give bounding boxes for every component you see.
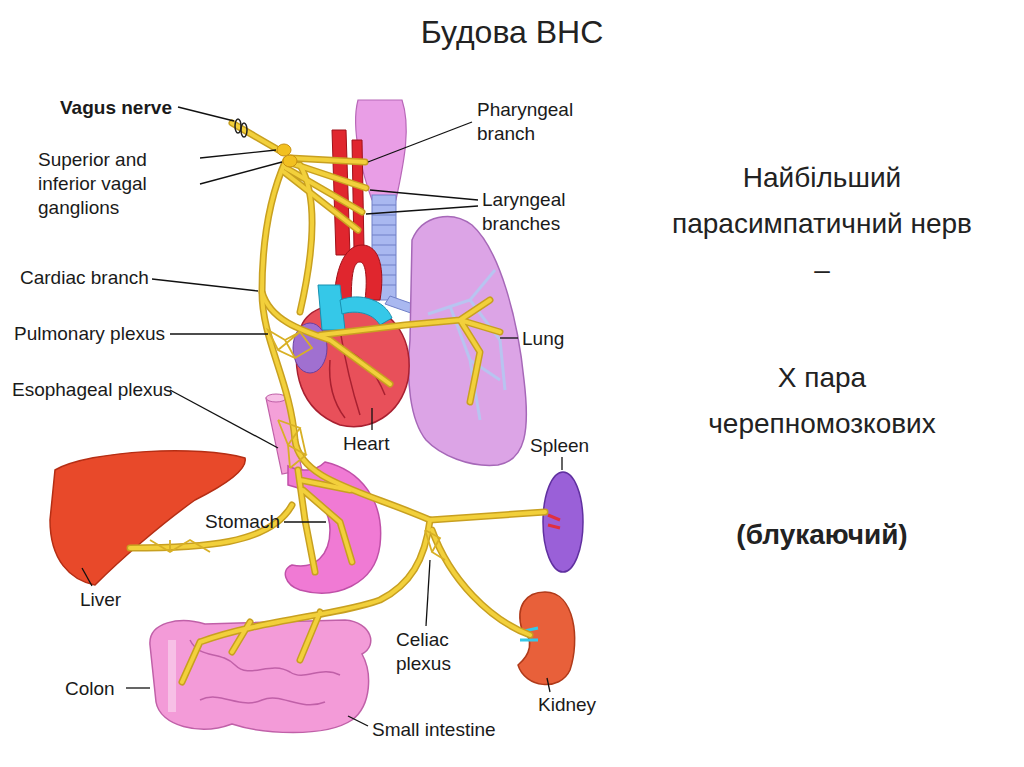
- part-label: Laryngeal branches: [482, 188, 597, 236]
- intestine-organ: [168, 640, 176, 712]
- leader-line: [284, 521, 326, 522]
- vagus-nerve-outline: [284, 158, 366, 230]
- vagus-nerve: [232, 123, 282, 152]
- vagal-ganglion: [283, 155, 297, 167]
- leader-line: [368, 122, 472, 162]
- vagus-nerve: [432, 530, 530, 635]
- vagal-ganglion: [241, 123, 247, 137]
- spleen-organ: [548, 515, 560, 528]
- vagal-ganglion: [277, 144, 291, 156]
- spleen-organ: [543, 472, 583, 572]
- part-label: Colon: [65, 677, 115, 701]
- part-label: Pharyngeal branch: [477, 98, 602, 146]
- esophagus-organ: [266, 394, 286, 402]
- heading-text: Найбільший парасимпатичний нерв –: [672, 155, 972, 293]
- vagus-nerve: [262, 292, 500, 402]
- spleen-organ: [543, 472, 583, 572]
- lung-organ: [409, 217, 527, 466]
- heart-organ: [340, 297, 392, 325]
- leader-line: [561, 457, 562, 470]
- leader-line: [170, 390, 278, 448]
- vagal-ganglion: [235, 119, 297, 167]
- vagus-nerve: [284, 158, 366, 230]
- part-label: Heart: [343, 432, 389, 456]
- kidney-organ: [518, 592, 575, 685]
- leader-line: [200, 150, 276, 158]
- leader-line: [426, 560, 430, 626]
- kidney-organ: [518, 592, 575, 685]
- nerve-plexus: [278, 420, 306, 468]
- part-label: Liver: [80, 588, 121, 612]
- vagus-nerve-outline: [232, 123, 282, 152]
- part-label: Vagus nerve: [60, 96, 172, 120]
- page-title: Будова ВНС: [0, 12, 1024, 52]
- part-label: Spleen: [530, 434, 589, 458]
- part-label: Superior and inferior vagal ganglions: [38, 148, 198, 220]
- leader-line: [348, 716, 368, 726]
- part-label: Celiac plexus: [396, 628, 476, 676]
- leader-line: [371, 408, 372, 430]
- part-label: Cardiac branch: [20, 266, 149, 290]
- part-label: Kidney: [538, 693, 596, 717]
- part-label: Small intestine: [372, 718, 496, 742]
- leader-line: [170, 333, 268, 334]
- part-label: Lung: [522, 327, 564, 351]
- nerve-plexus: [425, 530, 445, 560]
- heading-text: (блукаючий): [672, 512, 972, 558]
- intestine-organ: [190, 640, 340, 705]
- leader-line: [370, 190, 478, 200]
- leader-line: [547, 678, 550, 692]
- part-label: Pulmonary plexus: [14, 322, 165, 346]
- leader-line: [152, 279, 258, 291]
- heading-text: X пара черепномозкових: [672, 355, 972, 447]
- leader-line: [82, 568, 92, 586]
- nerve-plexus: [150, 330, 445, 560]
- nerve-plexus: [150, 540, 210, 552]
- leader-line: [200, 162, 282, 184]
- leader-line: [126, 687, 150, 688]
- vagus-nerve-outline: [262, 292, 500, 402]
- leader-line: [366, 206, 478, 214]
- part-label: Esophageal plexus: [12, 378, 173, 402]
- nerve-plexus: [268, 330, 312, 358]
- leader-line: [178, 107, 234, 121]
- vagal-ganglion: [235, 119, 241, 133]
- vagus-nerve: [298, 470, 352, 572]
- part-label: Stomach: [205, 510, 280, 534]
- vagus-nerve: [182, 520, 430, 682]
- lung-organ: [428, 270, 505, 420]
- vagus-nerve-outline: [432, 530, 530, 635]
- leader-line: [500, 337, 518, 338]
- lung-organ: [409, 217, 527, 466]
